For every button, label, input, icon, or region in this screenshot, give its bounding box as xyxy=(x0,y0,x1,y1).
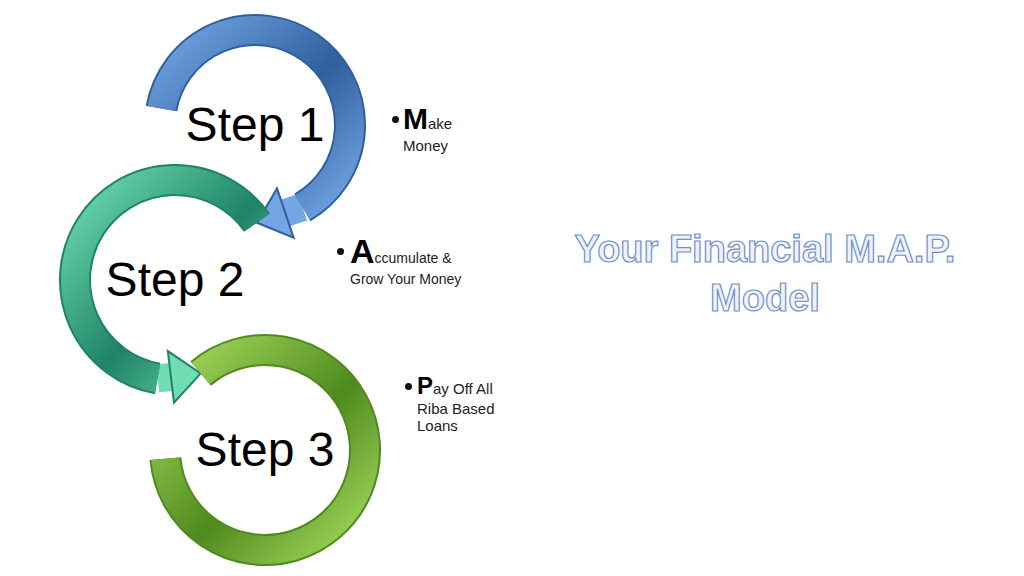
step-label: Step 3 xyxy=(196,426,335,474)
diagram-title: Your Financial M.A.P. Model xyxy=(540,225,990,324)
step-description: Accumulate & Grow Your Money xyxy=(350,232,470,287)
bullet-dot xyxy=(337,248,344,255)
step-label: Step 1 xyxy=(186,101,325,149)
step-description: Pay Off All Riba Based Loans xyxy=(417,372,507,434)
bullet-dot xyxy=(405,383,412,390)
step-label: Step 2 xyxy=(106,256,245,304)
step-description: Make Money xyxy=(403,102,488,154)
bullet-dot xyxy=(392,116,399,123)
step-ring: Step 3 xyxy=(145,330,385,570)
